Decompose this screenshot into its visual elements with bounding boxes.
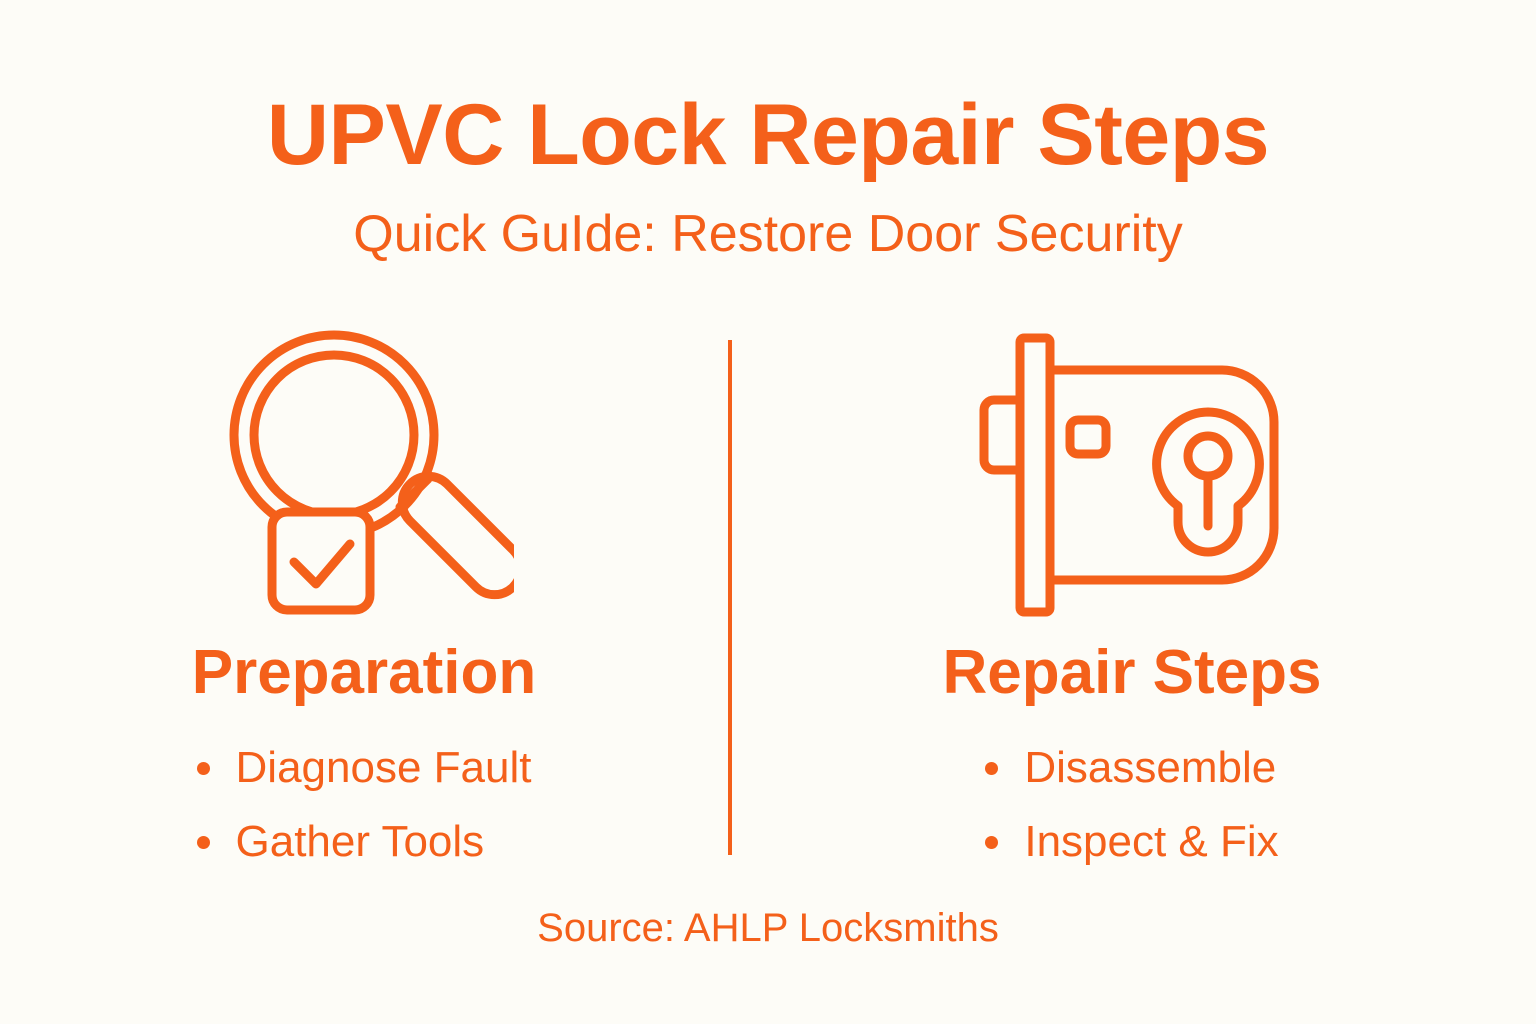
list-item: Diagnose Fault — [196, 743, 532, 792]
bullet-dot-icon — [985, 761, 999, 775]
column-preparation: Preparation Diagnose Fault Gather Tools — [0, 330, 728, 864]
bullet-list-repair-steps: Disassemble Inspect & Fix — [985, 746, 1279, 866]
magnifier-check-icon — [229, 330, 514, 615]
heading-preparation: Preparation — [191, 638, 537, 707]
list-item: Disassemble — [985, 746, 1278, 790]
page-subtitle: Quick GuIde: Restore Door Security — [353, 205, 1183, 263]
list-item-label: Inspect & Fix — [1024, 817, 1279, 866]
list-item-label: Diagnose Fault — [235, 743, 532, 792]
heading-repair-steps: Repair Steps — [942, 638, 1322, 707]
bullet-dot-icon — [196, 835, 210, 849]
bullet-dot-icon — [196, 761, 210, 775]
columns-container: Preparation Diagnose Fault Gather Tools — [0, 330, 1536, 870]
header: UPVC Lock Repair Steps Quick GuIde: Rest… — [0, 92, 1536, 260]
list-item-label: Gather Tools — [235, 817, 485, 866]
list-item: Inspect & Fix — [985, 817, 1279, 866]
bullet-dot-icon — [985, 835, 999, 849]
page-title: UPVC Lock Repair Steps — [266, 87, 1270, 183]
list-item: Gather Tools — [196, 817, 532, 866]
list-item-label: Disassemble — [1024, 743, 1277, 792]
door-lock-cylinder-icon — [979, 333, 1279, 617]
source-attribution: Source: AHLP Locksmiths — [537, 906, 999, 950]
repair-steps-icon-wrap — [972, 330, 1292, 620]
bullet-list-preparation: Diagnose Fault Gather Tools — [196, 743, 532, 866]
preparation-icon-wrap — [214, 330, 514, 620]
column-repair-steps: Repair Steps Disassemble Inspect & Fix — [728, 330, 1536, 864]
column-divider — [728, 340, 732, 855]
